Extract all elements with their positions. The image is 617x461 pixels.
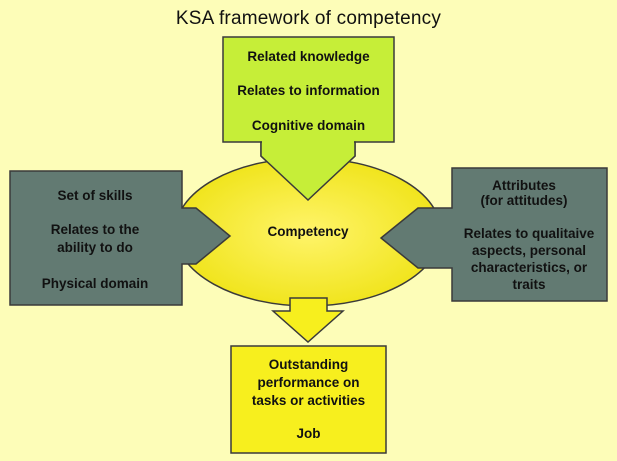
knowledge-line-1: Related knowledge xyxy=(247,49,370,64)
attitudes-line-1b: (for attitudes) xyxy=(480,193,568,208)
attitudes-line-2a: Relates to qualitaive xyxy=(463,226,595,241)
skills-arrow-box xyxy=(9,170,232,306)
attitudes-line-1a: Attributes xyxy=(492,178,556,193)
outcome-down-arrow xyxy=(271,297,345,344)
outcome-box xyxy=(230,345,387,454)
outcome-line-2: performance on xyxy=(257,375,360,390)
attitudes-line-2b: aspects, personal xyxy=(471,243,587,258)
knowledge-line-2: Relates to information xyxy=(237,83,380,98)
skills-line-2a: Relates to the xyxy=(50,222,140,237)
attitudes-line-2d: traits xyxy=(512,277,546,292)
competency-label: Competency xyxy=(267,224,349,239)
knowledge-line-3: Cognitive domain xyxy=(251,118,366,133)
outcome-line-4: Job xyxy=(296,426,321,441)
attitudes-arrow-box xyxy=(379,167,608,302)
skills-line-1: Set of skills xyxy=(57,188,133,203)
attitudes-line-2c: characteristics, or xyxy=(470,260,588,275)
skills-line-2b: ability to do xyxy=(57,240,133,255)
skills-line-3: Physical domain xyxy=(41,276,149,291)
outcome-line-3: tasks or activities xyxy=(251,393,366,408)
diagram-title: KSA framework of competency xyxy=(175,8,442,29)
outcome-line-1: Outstanding xyxy=(268,357,349,372)
